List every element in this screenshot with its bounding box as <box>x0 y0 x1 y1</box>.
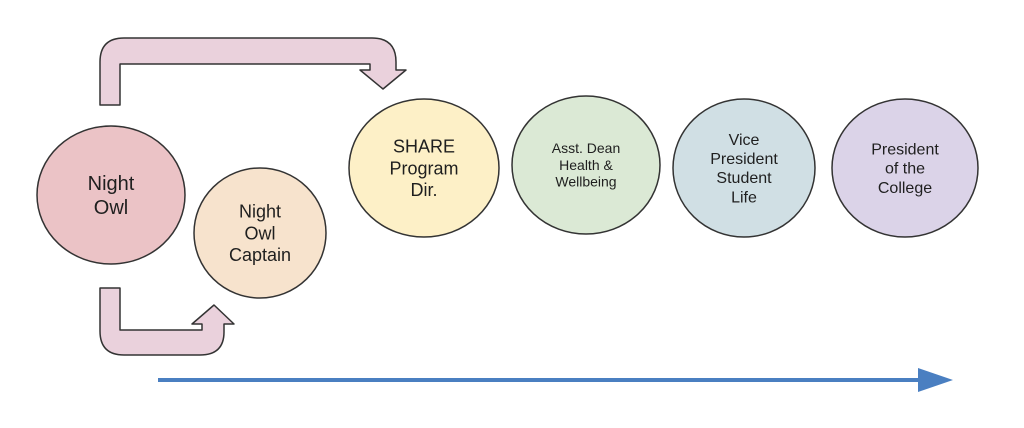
share-program-dir-label-line: Dir. <box>411 180 438 200</box>
night-owl-captain-label-line: Owl <box>245 223 276 243</box>
asst-dean-health-wellbeing-label-line: Health & <box>559 157 613 173</box>
vice-president-student-life-label-line: Life <box>731 189 757 206</box>
asst-dean-health-wellbeing-label-line: Asst. Dean <box>552 140 620 156</box>
vice-president-student-life-label-line: Student <box>716 170 772 187</box>
progression-arrow-head <box>918 368 953 392</box>
asst-dean-health-wellbeing-label-line: Wellbeing <box>555 174 616 190</box>
night-owl-label-line: Owl <box>94 197 128 219</box>
share-program-dir-label-line: Program <box>389 158 458 178</box>
vice-president-student-life-label-line: President <box>710 151 778 168</box>
progression-arrow <box>158 368 953 392</box>
night-owl-captain-label-line: Captain <box>229 245 291 265</box>
night-owl-captain-label-line: Night <box>239 202 281 222</box>
bent-arrow-to-share-director <box>99 37 407 106</box>
president-of-the-college-label-line: of the <box>885 161 925 178</box>
bent-arrow-to-night-owl-captain <box>99 287 235 356</box>
president-of-the-college-label-line: President <box>871 141 939 158</box>
share-program-dir-label-line: SHARE <box>393 137 455 157</box>
vice-president-student-life-label-line: Vice <box>729 132 760 149</box>
night-owl-label-line: Night <box>88 173 135 195</box>
president-of-the-college-label-line: College <box>878 180 932 197</box>
